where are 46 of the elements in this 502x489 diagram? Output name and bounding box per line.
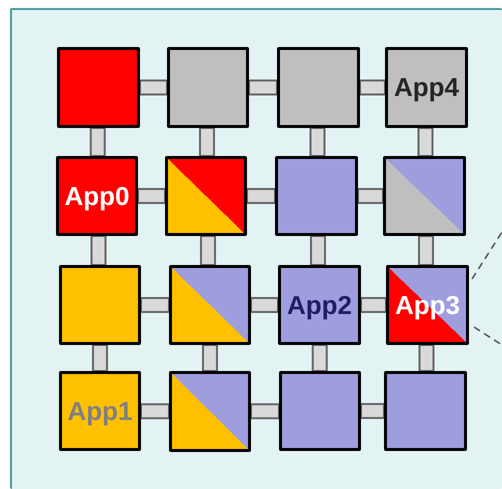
link-bar — [199, 127, 215, 157]
tile — [165, 156, 247, 236]
app-label: App2 — [287, 290, 352, 320]
link-bar — [312, 344, 328, 372]
tile — [279, 371, 361, 451]
link-bar — [90, 235, 106, 266]
link-bar — [90, 127, 106, 157]
link-bar — [92, 344, 108, 372]
link-bar — [202, 344, 218, 372]
link-bar — [310, 127, 326, 157]
app-label: App1 — [68, 396, 132, 426]
tile — [384, 371, 467, 451]
dashed-line — [471, 232, 502, 280]
tile — [277, 47, 360, 128]
link-bar — [360, 403, 385, 419]
link-bar — [359, 80, 386, 96]
link-bar — [357, 188, 384, 204]
tile — [383, 156, 466, 236]
app-label: App0 — [64, 180, 130, 212]
link-bar — [200, 235, 216, 266]
tile — [59, 265, 141, 345]
dashed-line — [474, 326, 502, 346]
link-bar — [140, 403, 170, 420]
link-bar — [137, 188, 166, 204]
tile — [169, 265, 251, 345]
tile — [59, 371, 141, 451]
link-bar — [418, 127, 434, 157]
tile — [57, 47, 140, 128]
link-bar — [248, 80, 278, 96]
link-bar — [418, 344, 434, 372]
link-bar — [250, 403, 280, 420]
app-label: App4 — [394, 72, 459, 103]
link-bar — [250, 297, 279, 313]
frame-panel — [10, 8, 502, 489]
tile — [385, 47, 468, 128]
link-bar — [140, 297, 170, 313]
tile — [278, 265, 361, 345]
tile — [169, 371, 251, 452]
link-bar — [246, 188, 276, 204]
link-bar — [418, 235, 434, 266]
tile — [275, 156, 358, 236]
link-bar — [139, 80, 168, 96]
tile — [56, 156, 138, 236]
link-bar — [360, 297, 387, 313]
tile — [167, 47, 249, 128]
link-bar — [310, 235, 326, 266]
